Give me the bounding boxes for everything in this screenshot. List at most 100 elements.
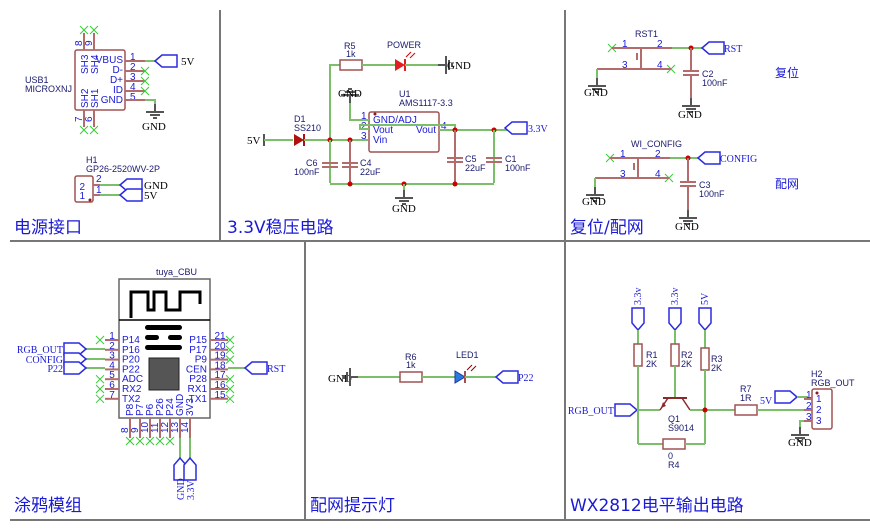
config-note: 配网	[775, 177, 799, 191]
resistor-r7[interactable]	[734, 404, 758, 416]
module-pin-num: 5	[109, 370, 115, 381]
module-pin-num: 10	[140, 421, 151, 433]
wi-config-pin-num: 1	[620, 149, 626, 160]
module-pin-name: P17	[189, 345, 207, 356]
r6-value: 1k	[406, 360, 416, 370]
net-label-gnd: GND	[142, 121, 166, 133]
module-pin-name: TX1	[189, 394, 208, 405]
net-label-5v-in: 5V	[247, 135, 261, 147]
transistor-q1[interactable]	[659, 397, 691, 411]
module-pin-num: 2	[109, 341, 115, 352]
antenna-icon	[129, 290, 202, 318]
tuya-cbu-module[interactable]: tuya_CBU	[118, 267, 211, 419]
h2-pin-num: 1	[806, 390, 812, 401]
module-pin-num: 4	[109, 360, 115, 371]
module-pin-num: 8	[120, 427, 131, 433]
r1-value: 2K	[646, 359, 657, 369]
resistor-r5[interactable]	[339, 59, 363, 71]
svg-text:2: 2	[79, 182, 85, 193]
usb-connector[interactable]: USB1 MICROXNJ 8 9 SH3 SH4 7 6 SH2 SH1 VB…	[25, 25, 195, 135]
resistor-r3[interactable]	[700, 347, 710, 371]
header-h1[interactable]: H1 GP26-2520WV-2P 2 1 2 1 GND 5V	[74, 155, 168, 203]
module-value: tuya_CBU	[156, 267, 197, 277]
u1-pin-name: Vout	[373, 125, 393, 136]
module-pin-num: 6	[109, 380, 115, 391]
module-pin-name: P8	[125, 403, 136, 416]
net-label-config: CONFIG	[26, 355, 63, 366]
usb-value: MICROXNJ	[25, 84, 72, 94]
led1-ref: LED1	[456, 350, 479, 360]
section-title-reset-config: 复位/配网	[570, 218, 644, 238]
usb-pin-num: 8	[74, 40, 85, 46]
module-pin-name: P7	[135, 403, 146, 416]
section-title-regulator: 3.3V稳压电路	[227, 218, 334, 238]
module-pin-name: P15	[189, 335, 207, 346]
module-pin-name: TX2	[122, 394, 141, 405]
diode-d1[interactable]	[294, 134, 305, 146]
wi-config-pin-num: 3	[620, 169, 626, 180]
resistor-r1[interactable]	[633, 343, 643, 367]
net-label-3v3: 3.3v	[670, 288, 681, 306]
module-pin-name: P20	[122, 355, 140, 366]
rst1-pin-num: 1	[622, 39, 628, 50]
section-dividers	[10, 10, 870, 521]
module-pin-num: 17	[214, 370, 226, 381]
r4-value: 0	[668, 451, 673, 461]
r2-value: 2K	[681, 359, 692, 369]
usb-pin-num: 9	[84, 40, 95, 46]
led-power-ref: POWER	[387, 40, 422, 50]
reset-button-rst1[interactable]: RST1 GND 1 2 3 4 RST GND C2 100nF 复位	[584, 29, 799, 121]
resistor-r6[interactable]	[399, 371, 423, 383]
r7-ref: R7	[740, 384, 752, 394]
r6-ref: R6	[405, 352, 417, 362]
wi-config-pin-num: 2	[655, 149, 661, 160]
module-pin-num: 13	[170, 421, 181, 433]
ws2812-circuit: 3.3v 3.3v 5V R1 2K R2 2K R3 2K RGB_OUT Q…	[568, 288, 855, 471]
led1[interactable]	[454, 364, 477, 384]
net-label-gnd: GND	[584, 87, 608, 99]
config-led-circuit: GND R6 1k LED1 P22	[328, 350, 534, 387]
module-pin-name: P28	[189, 374, 207, 385]
module-pin-name: CEN	[186, 364, 207, 375]
c1-ref: C1	[505, 154, 517, 164]
reset-note: 复位	[775, 65, 799, 80]
module-pin-num: 3	[109, 351, 115, 362]
regulator-u1[interactable]: U1 AMS1117-3.3 GND/ADJ Vout Vin Vout 1 2…	[361, 89, 453, 153]
tuya-nets: RGB_OUT CONFIG P22 RST GND 3.3V	[17, 342, 285, 500]
usb-pin-name: SH3	[80, 54, 91, 74]
module-pin-num: 11	[150, 422, 161, 433]
c6-ref: C6	[306, 158, 318, 168]
h2-pin-num: 3	[806, 412, 812, 423]
usb-pin-name: SH2	[80, 88, 91, 108]
resistor-r2[interactable]	[670, 343, 680, 367]
section-title-config-led: 配网提示灯	[310, 496, 395, 516]
usb-pin-name: SH1	[90, 88, 101, 108]
regulator-circuit: R5 1k POWER GND 5V D1 SS210 U1	[247, 40, 549, 215]
r2-ref: R2	[681, 350, 693, 360]
module-pin-name: P9	[195, 355, 208, 366]
usb-pin-num: 1	[130, 52, 136, 63]
module-pin-name: P24	[165, 398, 176, 416]
net-label-gnd: GND	[447, 60, 471, 72]
module-pin-name: P6	[145, 403, 156, 416]
usb-pin-num: 3	[130, 72, 136, 83]
resistor-r4[interactable]	[662, 438, 686, 450]
module-pin-name: P26	[155, 398, 166, 416]
header-h2[interactable]: H2 RGB_OUT 1 2 3 1 2 3	[804, 369, 855, 430]
q1-value: S9014	[668, 423, 694, 433]
u1-pin-num: 1	[361, 111, 367, 122]
net-label-gnd: GND	[675, 221, 699, 233]
u1-pin-num: 3	[361, 131, 367, 142]
c1-value: 100nF	[505, 163, 531, 173]
rst1-pin-num: 3	[622, 60, 628, 71]
u1-pin-num: 2	[361, 121, 367, 132]
r7-value: 1R	[740, 393, 752, 403]
module-pin-num: 9	[130, 427, 141, 433]
section-title-power: 电源接口	[14, 218, 82, 238]
config-button-wi-config[interactable]: WI_CONFIG GND 1 2 3 4 CONFIG GND C3 100n…	[582, 139, 799, 233]
h2-pin-label: 2	[816, 405, 822, 416]
module-pin-num: 16	[214, 380, 226, 391]
u1-pin-num: 4	[441, 121, 447, 132]
net-label-gnd: GND	[328, 373, 352, 385]
led-power[interactable]	[395, 51, 416, 71]
